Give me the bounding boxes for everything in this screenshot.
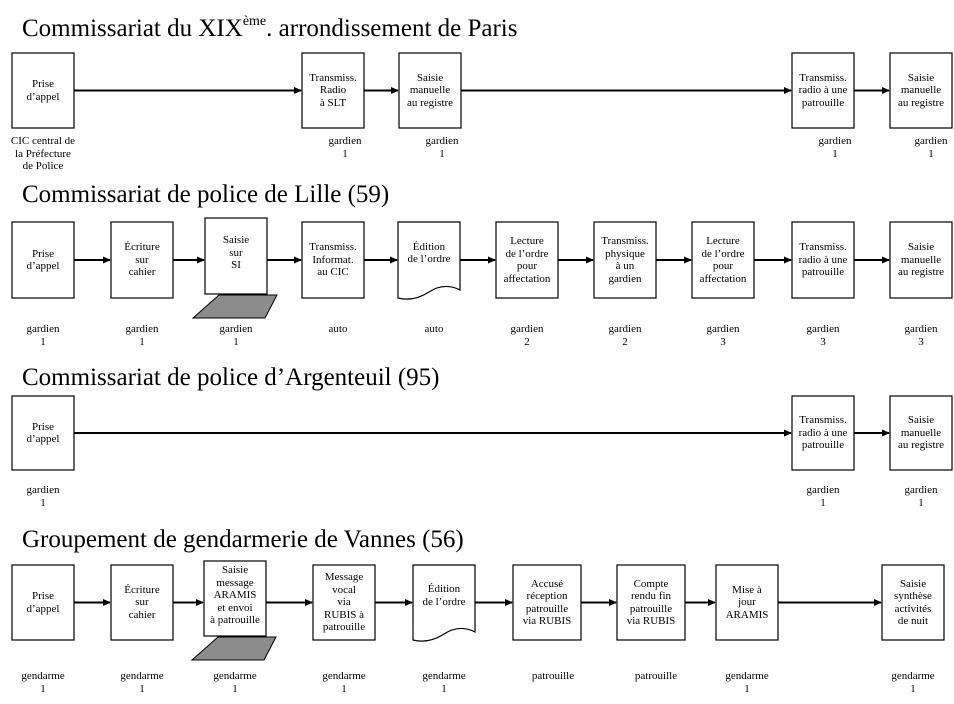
process-step-box (11, 395, 75, 471)
manual-input-shadow (190, 636, 277, 661)
process-step-box (512, 564, 582, 641)
process-step-label: Prise d’appel (26, 590, 60, 615)
process-step-document (397, 221, 461, 300)
section-title-superscript: ème (242, 14, 267, 29)
process-step-box (791, 52, 855, 129)
step-actor-label: gardien 1 (425, 135, 459, 160)
section-title-text: Commissariat de police de Lille (59) (22, 181, 390, 208)
process-step-box (301, 221, 365, 299)
process-step-label: Saisie manuelle au registre (406, 71, 454, 109)
section-title-text: Commissariat de police d’Argenteuil (95) (22, 364, 440, 391)
section-title-argenteuil: Commissariat de police d’Argenteuil (95) (22, 364, 440, 392)
process-step-box (889, 221, 953, 299)
process-step-label: Édition de l’ordre (422, 583, 466, 608)
process-step-box (715, 564, 779, 641)
process-step-label: Saisie manuelle au registre (897, 71, 945, 109)
process-step-manual-input (204, 217, 268, 295)
process-step-label: Message vocal via RUBIS à patrouille (322, 571, 366, 634)
step-actor-label: gendarme 1 (120, 670, 164, 695)
process-step-box (791, 395, 855, 471)
process-step-label: Transmiss. radio à une patrouille (798, 414, 848, 452)
process-step-manual-input (203, 560, 267, 637)
step-actor-label: gendarme 1 (725, 670, 769, 695)
process-step-box (881, 564, 945, 641)
process-step-label: Mise à jour ARAMIS (725, 583, 769, 621)
step-actor-label: auto (424, 323, 444, 335)
process-step-document (412, 564, 476, 642)
step-actor-label: patrouille (634, 670, 678, 682)
process-step-box (398, 52, 462, 129)
step-actor-label: gendarme 1 (322, 670, 366, 695)
process-step-label: Saisie manuelle au registre (897, 241, 945, 279)
step-actor-label: gardien 2 (608, 323, 642, 348)
step-actor-label: CIC central de la Préfecture de Police (10, 135, 76, 172)
step-actor-label: gardien 3 (806, 323, 840, 348)
step-actor-label: gardien 1 (125, 323, 159, 348)
step-actor-label: gendarme 1 (891, 670, 935, 695)
process-step-label: Lecture de l’ordre pour affectation (699, 235, 747, 285)
step-actor-label: gardien 1 (219, 323, 253, 348)
section-title-suffix: . arrondissement de Paris (266, 15, 518, 42)
process-step-label: Écriture sur cahier (124, 241, 160, 279)
process-step-label: Compte rendu fin patrouille via RUBIS (626, 577, 676, 628)
process-step-label: Saisie synthèse activités de nuit (894, 577, 932, 628)
process-step-label: Prise d’appel (26, 420, 60, 446)
section-title-lille: Commissariat de police de Lille (59) (22, 181, 389, 209)
process-step-box (616, 564, 686, 641)
process-step-box (301, 52, 365, 129)
step-actor-label: gardien 1 (806, 484, 840, 509)
step-actor-label: gardien 2 (510, 323, 544, 348)
section-title-vannes: Groupement de gendarmerie de Vannes (56) (22, 526, 464, 554)
process-step-box (312, 564, 376, 641)
process-step-label: Saisie message ARAMIS et envoi à patroui… (210, 564, 260, 627)
process-step-box (889, 52, 953, 129)
section-title-text: Commissariat du XIX (22, 15, 243, 42)
process-step-box (791, 221, 855, 299)
step-actor-label: gardien 3 (904, 323, 938, 348)
process-step-box (11, 221, 75, 299)
process-step-label: Transmiss. physique à un gardien (601, 235, 649, 285)
step-actor-label: gendarme 1 (213, 670, 257, 695)
process-step-label: Transmiss. Radio à SLT (309, 71, 357, 109)
process-step-label: Accusé réception patrouille via RUBIS (522, 577, 572, 628)
step-actor-label: gardien 1 (26, 484, 60, 509)
step-actor-label: gardien 1 (904, 484, 938, 509)
process-step-box (593, 221, 657, 299)
step-actor-label: gardien 1 (26, 323, 60, 348)
process-step-label: Prise d’appel (26, 247, 60, 273)
process-step-box (110, 221, 174, 299)
process-step-box (11, 564, 75, 641)
process-step-label: Transmiss. radio à une patrouille (798, 71, 848, 109)
process-step-label: Lecture de l’ordre pour affectation (503, 235, 551, 285)
step-actor-label: auto (328, 323, 348, 335)
manual-input-shadow (191, 294, 278, 319)
step-actor-label: gardien 3 (706, 323, 740, 348)
section-title-paris: Commissariat du XIXème. arrondissement d… (22, 8, 518, 43)
process-step-label: Saisie manuelle au registre (897, 414, 945, 452)
step-actor-label: patrouille (531, 670, 575, 682)
step-actor-label: gendarme 1 (21, 670, 65, 695)
process-step-box (691, 221, 755, 299)
process-step-box (110, 564, 174, 641)
process-step-label: Prise d’appel (26, 78, 60, 103)
process-step-label: Écriture sur cahier (124, 583, 160, 621)
process-step-box (889, 395, 953, 471)
step-actor-label: gardien 1 (818, 135, 852, 160)
process-step-box (11, 52, 75, 129)
process-step-label: Saisie sur SI (222, 234, 250, 272)
process-step-label: Édition de l’ordre (407, 240, 451, 266)
process-step-label: Transmiss. Informat. au CIC (309, 241, 357, 279)
process-step-box (495, 221, 559, 299)
section-title-text: Groupement de gendarmerie de Vannes (56) (22, 526, 464, 553)
step-actor-label: gardien 1 (914, 135, 948, 160)
step-actor-label: gardien 1 (328, 135, 362, 160)
process-step-label: Transmiss. radio à une patrouille (798, 241, 848, 279)
step-actor-label: gendarme 1 (422, 670, 466, 695)
